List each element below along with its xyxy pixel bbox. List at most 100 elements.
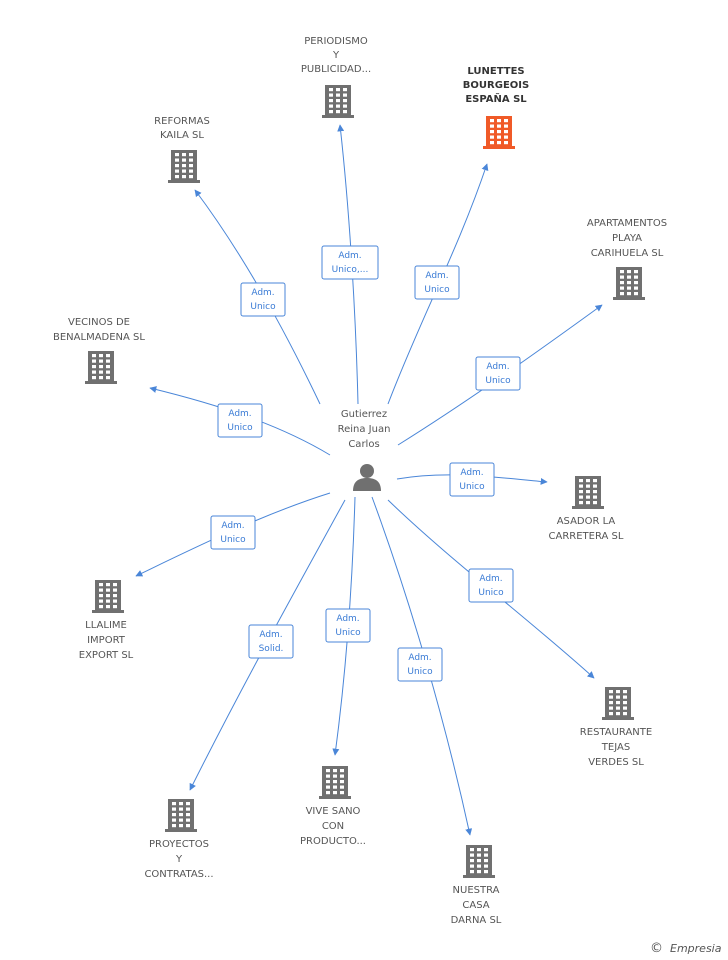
relation-text-vivesano-2: Unico xyxy=(335,628,361,638)
relation-box-reformas xyxy=(240,282,286,317)
relation-box-periodismo xyxy=(321,245,379,280)
relation-box-restaurante xyxy=(468,568,514,603)
company-label-llalime-1: LLALIME xyxy=(85,620,127,631)
company-label-reformas-1: REFORMAS xyxy=(154,116,210,127)
building-icon xyxy=(85,351,117,384)
relation-box-llalime xyxy=(210,515,256,550)
edges-layer: Adm.Unico,...Adm.UnicoAdm.UnicoAdm.Unico… xyxy=(135,124,603,836)
relation-text-vivesano-1: Adm. xyxy=(336,614,359,624)
company-label-nuestra-2: CASA xyxy=(462,900,489,911)
relation-label-asador[interactable]: Adm. Unico xyxy=(449,462,495,497)
relation-text-nuestra-2: Unico xyxy=(407,667,433,677)
building-icon xyxy=(322,85,354,118)
relation-text-asador-2: Unico xyxy=(459,482,485,492)
company-node-llalime[interactable]: LLALIME IMPORT EXPORT SL xyxy=(79,580,134,661)
edge-vivesano: Adm. Unico xyxy=(325,496,371,756)
relation-text-asador-1: Adm. xyxy=(460,468,483,478)
center-label-line-1: Gutierrez xyxy=(341,409,387,420)
center-label-line-2: Reina Juan xyxy=(338,424,391,435)
relation-label-reformas[interactable]: Adm. Unico xyxy=(240,282,286,317)
center-label-line-3: Carlos xyxy=(348,439,379,450)
copyright-symbol: © xyxy=(650,941,663,956)
relation-box-vecinos xyxy=(217,403,263,438)
company-label-proyectos-1: PROYECTOS xyxy=(149,839,209,850)
relation-box-lunettes xyxy=(414,265,460,300)
company-label-vivesano-3: PRODUCTO... xyxy=(300,836,366,847)
edge-asador: Adm. Unico xyxy=(396,462,548,497)
relation-text-proyectos-2: Solid. xyxy=(259,644,284,654)
company-label-periodismo-2: Y xyxy=(332,50,340,61)
company-label-proyectos-3: CONTRATAS... xyxy=(144,869,213,880)
building-icon xyxy=(463,845,495,878)
relation-text-llalime-2: Unico xyxy=(220,535,246,545)
company-label-reformas-2: KAILA SL xyxy=(160,130,204,141)
building-icon xyxy=(168,150,200,183)
edge-nuestra: Adm.Unico xyxy=(371,496,473,836)
relation-label-nuestra[interactable]: Adm.Unico xyxy=(397,647,443,682)
company-label-vecinos-1: VECINOS DE xyxy=(68,317,130,328)
relation-text-restaurante-2: Unico xyxy=(478,588,504,598)
relation-text-lunettes-2: Unico xyxy=(424,285,450,295)
company-label-nuestra-3: DARNA SL xyxy=(451,915,502,926)
building-icon xyxy=(319,766,351,799)
relation-label-vivesano[interactable]: Adm. Unico xyxy=(325,608,371,643)
company-label-vecinos-2: BENALMADENA SL xyxy=(53,332,145,343)
company-label-lunettes-2: BOURGEOIS xyxy=(463,80,529,91)
brand-name: Empresia xyxy=(670,942,722,955)
company-label-proyectos-2: Y xyxy=(175,854,183,865)
person-icon xyxy=(353,464,381,491)
edge-periodismo: Adm. Unico,... xyxy=(321,124,379,405)
company-label-nuestra-1: NUESTRA xyxy=(453,885,500,896)
company-label-llalime-3: EXPORT SL xyxy=(79,650,134,661)
company-label-restaurante-1: RESTAURANTE xyxy=(580,727,652,738)
center-person-node[interactable]: Gutierrez Reina Juan Carlos xyxy=(338,409,391,491)
relation-box-asador xyxy=(449,462,495,497)
company-label-llalime-2: IMPORT xyxy=(87,635,126,646)
relation-label-vecinos[interactable]: Adm. Unico xyxy=(217,403,263,438)
relation-text-vecinos-1: Adm. xyxy=(228,409,251,419)
relation-label-proyectos[interactable]: Adm.Solid. xyxy=(248,624,294,659)
company-label-vivesano-1: VIVE SANO xyxy=(306,806,361,817)
company-node-proyectos[interactable]: PROYECTOS Y CONTRATAS... xyxy=(144,799,214,880)
company-label-apartamentos-2: PLAYA xyxy=(612,233,642,244)
edge-reformas: Adm. Unico xyxy=(194,189,321,405)
company-node-nuestra[interactable]: NUESTRA CASA DARNA SL xyxy=(451,845,502,926)
relation-text-periodismo-2: Unico,... xyxy=(332,265,369,275)
company-label-vivesano-2: CON xyxy=(322,821,344,832)
edge-lunettes: Adm. Unico xyxy=(387,163,489,405)
relation-text-lunettes-1: Adm. xyxy=(425,271,448,281)
company-label-lunettes-3: ESPAÑA SL xyxy=(465,92,527,105)
relation-text-periodismo-1: Adm. xyxy=(338,251,361,261)
relation-text-reformas-2: Unico xyxy=(250,302,276,312)
relation-box-proyectos xyxy=(248,624,294,659)
company-node-reformas[interactable]: REFORMAS KAILA SL xyxy=(154,116,210,183)
company-label-restaurante-3: VERDES SL xyxy=(588,757,644,768)
relation-text-reformas-1: Adm. xyxy=(251,288,274,298)
building-icon xyxy=(165,799,197,832)
relation-text-llalime-1: Adm. xyxy=(221,521,244,531)
company-node-vivesano[interactable]: VIVE SANO CON PRODUCTO... xyxy=(300,766,366,847)
edge-apartamentos: Adm.Unico xyxy=(397,304,603,446)
relation-text-restaurante-1: Adm. xyxy=(479,574,502,584)
relation-label-restaurante[interactable]: Adm. Unico xyxy=(468,568,514,603)
company-label-asador-1: ASADOR LA xyxy=(557,516,616,527)
building-icon xyxy=(572,476,604,509)
relation-label-apartamentos[interactable]: Adm.Unico xyxy=(475,356,521,391)
building-icon xyxy=(613,267,645,300)
relation-box-nuestra xyxy=(397,647,443,682)
relation-label-periodismo[interactable]: Adm. Unico,... xyxy=(321,245,379,280)
building-icon xyxy=(92,580,124,613)
relation-label-llalime[interactable]: Adm. Unico xyxy=(210,515,256,550)
brand-watermark: © Empresia xyxy=(650,941,722,956)
company-node-periodismo[interactable]: PERIODISMOYPUBLICIDAD... xyxy=(301,36,371,118)
edge-restaurante: Adm. Unico xyxy=(387,499,595,679)
relation-label-lunettes[interactable]: Adm. Unico xyxy=(414,265,460,300)
relation-text-vecinos-2: Unico xyxy=(227,423,253,433)
company-node-vecinos[interactable]: VECINOS DE BENALMADENA SL xyxy=(53,317,145,384)
